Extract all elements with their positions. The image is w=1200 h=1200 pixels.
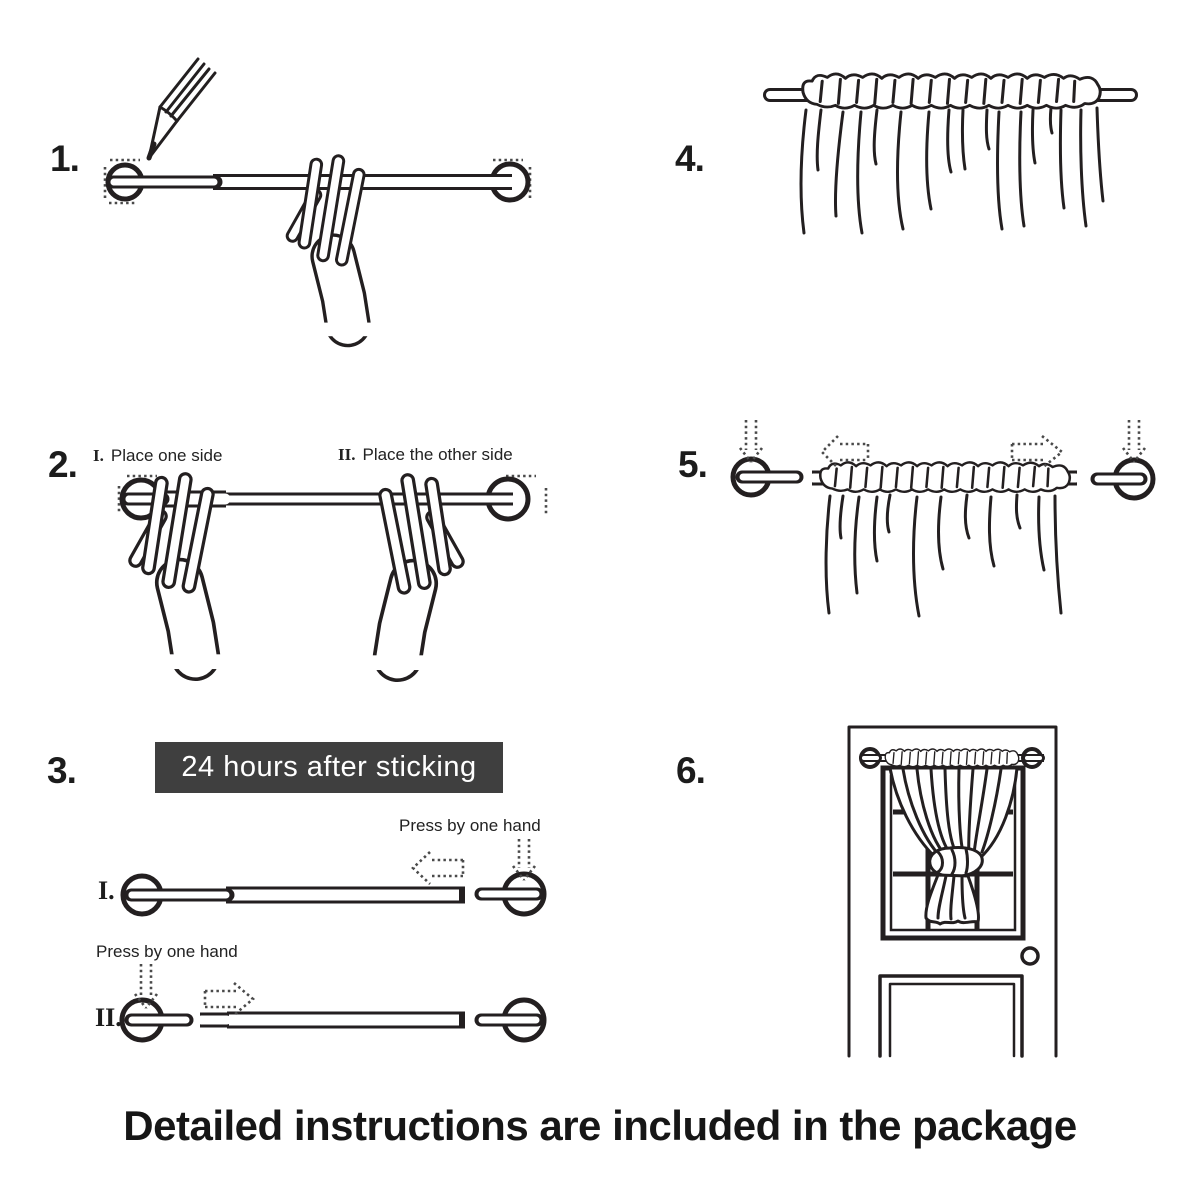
press-down-arrow-right xyxy=(1121,420,1147,463)
door-curtain-body xyxy=(888,766,1019,926)
slide-right-arrow xyxy=(1010,434,1065,470)
step3-number: 3. xyxy=(47,750,77,791)
step5-number: 5. xyxy=(678,444,708,485)
row1-rod xyxy=(120,871,547,917)
pencil-mark-dots-right xyxy=(493,158,532,198)
step2-instruction-right: II. Place the other side xyxy=(338,445,513,465)
mark-dots-right xyxy=(506,474,548,514)
step6-number: 6. xyxy=(676,750,706,791)
pencil-icon xyxy=(146,57,217,161)
press-down-arrow-left xyxy=(738,420,764,463)
step4-illustration xyxy=(763,72,1138,235)
gathered-curtain-header xyxy=(819,461,1072,494)
row2-rod xyxy=(119,997,547,1043)
door-outline xyxy=(847,725,1058,1058)
door-lower-panel xyxy=(878,974,1024,1058)
wall-mount-right xyxy=(1090,457,1156,501)
hand-right-illustration xyxy=(369,481,457,671)
step4-number: 4. xyxy=(675,138,705,179)
step5-illustration xyxy=(730,420,1156,618)
step2-number: 2. xyxy=(48,444,78,485)
pencil-mark-dots-left xyxy=(103,158,140,205)
step1-illustration xyxy=(103,57,532,336)
step2-illustration xyxy=(117,474,548,671)
step2-numeral-right: II. xyxy=(338,445,356,464)
step3-illustration xyxy=(119,839,547,1043)
step3-row2-numeral: II. xyxy=(95,1003,122,1032)
gathered-curtain-header xyxy=(801,72,1102,110)
step2-instruction-left: I. Place one side xyxy=(93,446,222,466)
step2-text-left: Place one side xyxy=(110,446,223,465)
press-down-arrow-right xyxy=(511,839,537,881)
slide-left-arrow xyxy=(411,851,465,885)
door-knob xyxy=(1020,946,1040,966)
curtain-rod xyxy=(119,476,531,522)
step3-row1-numeral: I. xyxy=(98,876,115,905)
footer-note: Detailed instructions are included in th… xyxy=(123,1102,1077,1149)
slide-left-arrow xyxy=(820,435,870,469)
press-label-right: Press by one hand xyxy=(399,816,541,835)
step2-text-right: Place the other side xyxy=(362,445,513,464)
wait-time-banner: 24 hours after sticking xyxy=(155,742,503,793)
wall-mount-left xyxy=(730,456,804,498)
curtain-folds xyxy=(799,106,1105,235)
door-curtain-header xyxy=(884,748,1020,768)
mark-dots-left xyxy=(117,474,157,514)
slide-right-arrow xyxy=(203,982,256,1016)
curtain-folds xyxy=(824,493,1063,618)
step2-numeral-left: I. xyxy=(93,446,104,465)
press-label-left: Press by one hand xyxy=(96,942,238,961)
step6-illustration xyxy=(847,725,1058,1058)
step1-number: 1. xyxy=(50,138,80,179)
